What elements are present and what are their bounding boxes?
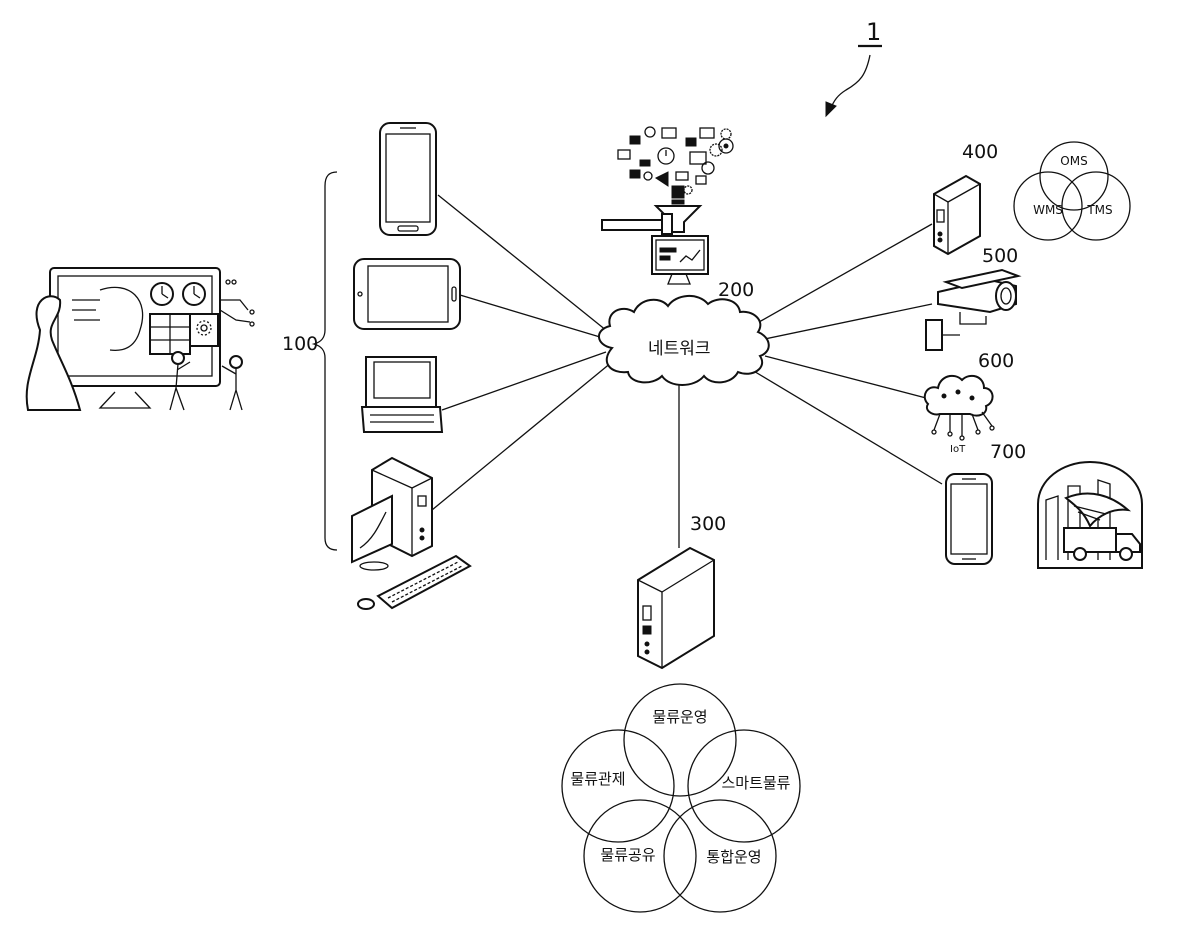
- venn-label-tms: TMS: [1086, 203, 1112, 217]
- iot-tag: IoT: [950, 444, 966, 455]
- dashboard-monitor-icon: [652, 236, 708, 284]
- venn-label-operation: 물류운영: [652, 708, 707, 726]
- gear-icon: [190, 314, 218, 346]
- iot-ref: 600: [978, 350, 1014, 372]
- cctv-camera: 500: [926, 245, 1018, 350]
- reference-arrow: [830, 55, 870, 110]
- network-label: 네트워크: [648, 339, 711, 359]
- venn-label-integrated: 통합운영: [706, 848, 761, 866]
- figure-number: 1: [866, 18, 881, 46]
- group-bracket: [314, 172, 337, 550]
- worker-figure: [222, 356, 242, 410]
- network-cloud: 네트워크 200: [599, 279, 769, 385]
- camera-ref: 500: [982, 245, 1018, 267]
- data-analytics-illustration: [602, 127, 733, 284]
- laptop-device: [362, 357, 442, 432]
- client-group: 100: [282, 172, 337, 550]
- oms-server: 400: [934, 141, 998, 254]
- iot-cloud: IoT 600: [925, 350, 1015, 455]
- iot-cloud-icon: [925, 376, 993, 416]
- mobile-device: 700: [946, 441, 1026, 564]
- oms-server-ref: 400: [962, 141, 998, 163]
- smartphone-device: [380, 123, 436, 235]
- venn-label-wms: WMS: [1033, 203, 1063, 217]
- figure-reference: 1: [826, 18, 882, 116]
- venn-label-sharing: 물류공유: [600, 846, 655, 864]
- client-group-ref: 100: [282, 333, 318, 355]
- central-server: 300: [638, 513, 726, 668]
- clock-icon: [183, 283, 205, 305]
- delivery-illustration: [1038, 462, 1142, 568]
- venn-label-smart: 스마트물류: [721, 774, 790, 792]
- desktop-computer: [352, 458, 470, 609]
- system-venn-diagram: OMS WMS TMS: [1014, 142, 1130, 240]
- venn-label-control: 물류관제: [570, 770, 625, 788]
- clock-icon: [151, 283, 173, 305]
- monitoring-illustration: [27, 268, 254, 410]
- venn-label-oms: OMS: [1060, 154, 1087, 168]
- data-icons-cluster: [618, 127, 733, 204]
- funnel-icon: [602, 206, 700, 234]
- service-venn-diagram: 물류운영 물류관제 스마트물류 물류공유 통합운영: [562, 684, 800, 912]
- server-ref: 300: [690, 513, 726, 535]
- network-ref: 200: [718, 279, 754, 301]
- tablet-device: [354, 259, 460, 329]
- mobile-ref: 700: [990, 441, 1026, 463]
